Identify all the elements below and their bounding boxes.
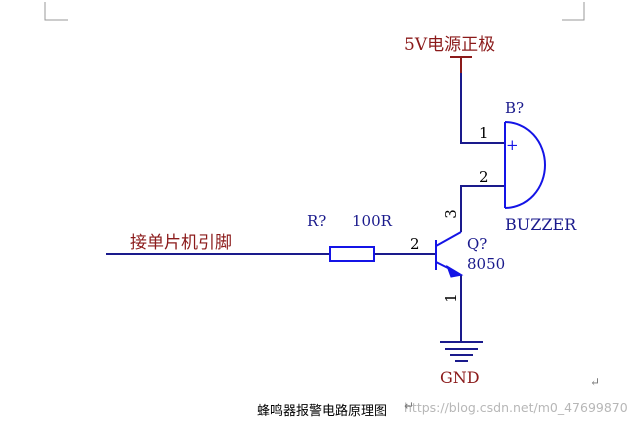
buzzer-symbol (504, 121, 546, 209)
caption-watermark: https://blog.csdn.net/m0_47699870 (404, 400, 628, 415)
resistor-symbol (329, 246, 375, 262)
wires (106, 73, 505, 342)
buzzer-pin-1: 1 (479, 124, 489, 142)
buzzer-name: BUZZER (505, 215, 577, 234)
wire-power-to-buzzer (460, 73, 505, 144)
page-margin-marks (44, 2, 585, 21)
resistor-ref: R? (307, 212, 326, 230)
power-label: 5V电源正极 (404, 35, 495, 55)
transistor-pin-collector: 3 (442, 209, 460, 219)
input-label: 接单片机引脚 (130, 233, 232, 253)
power-terminal (450, 56, 472, 73)
buzzer-pin-2: 2 (479, 168, 489, 186)
caption-title: 蜂鸣器报警电路原理图 (257, 404, 388, 419)
caption-return-mark: ↵ (404, 399, 415, 413)
buzzer-ref: B? (505, 99, 524, 117)
resistor-value: 100R (352, 212, 393, 230)
ground-label: GND (440, 368, 480, 387)
paragraph-mark: ↵ (590, 375, 600, 389)
transistor-symbol (435, 231, 462, 272)
transistor-emitter-arrow (446, 264, 464, 278)
transistor-pin-emitter: 1 (442, 293, 460, 303)
transistor-pin-base: 2 (410, 235, 420, 253)
buzzer-plus-sign: + (506, 136, 519, 154)
transistor-ref: Q? (467, 235, 487, 253)
transistor-part: 8050 (467, 255, 505, 273)
ground-symbol (440, 341, 483, 362)
wire-buzzer-to-collector (460, 185, 505, 232)
figure-caption: 蜂鸣器报警电路原理图 https://blog.csdn.net/m0_4769… (0, 398, 642, 420)
